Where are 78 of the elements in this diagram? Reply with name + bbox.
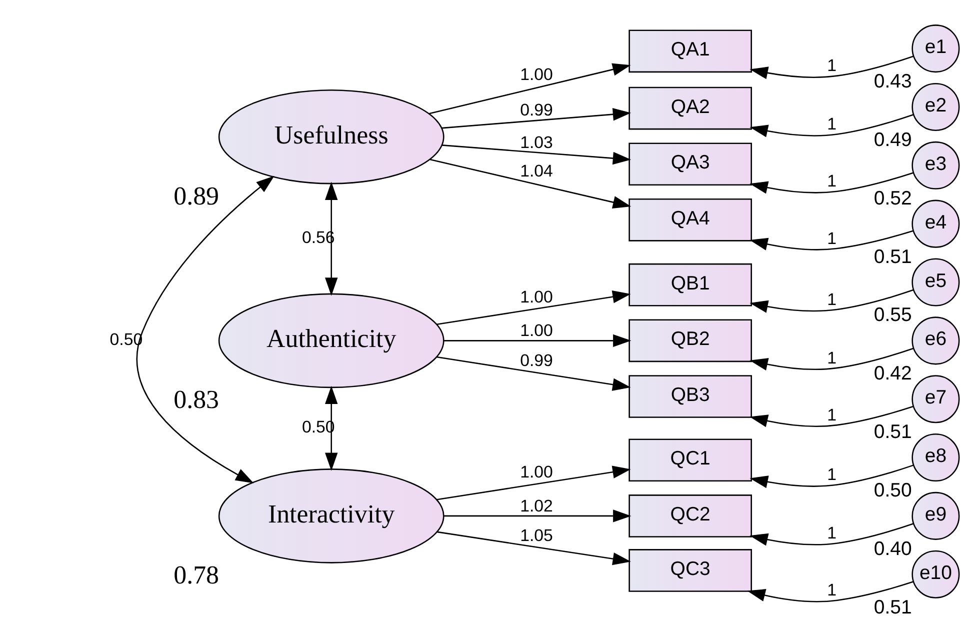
edge-label: 1 <box>827 580 837 600</box>
arrow <box>442 144 632 164</box>
edge-label: 1.00 <box>520 64 553 84</box>
arrow <box>428 62 631 114</box>
node-box: QA1 <box>628 29 752 72</box>
edge-label: 1 <box>827 464 837 484</box>
edge-label: 1 <box>827 523 837 542</box>
node-circle: e8 <box>912 433 960 482</box>
node-ellipse: Authenticity <box>218 292 444 388</box>
edge-label: 1 <box>827 56 837 75</box>
node-circle: e7 <box>912 374 960 423</box>
arrow <box>750 347 914 370</box>
node-circle: e3 <box>912 140 960 189</box>
node-label: 0.50 <box>874 478 912 501</box>
node-label: 0.40 <box>874 537 912 560</box>
node-circle: e2 <box>912 82 960 130</box>
arrow <box>324 181 338 296</box>
node-box: QC3 <box>628 548 752 592</box>
arrow <box>430 158 632 208</box>
node-box: QC2 <box>628 494 752 537</box>
edge-label: 1.04 <box>520 160 553 180</box>
node-label: 0.49 <box>874 128 912 150</box>
node-label: 0.43 <box>874 70 912 92</box>
node-label: 0.55 <box>874 304 912 326</box>
node-box: QB1 <box>628 262 752 306</box>
node-circle: e6 <box>912 316 960 364</box>
arrow <box>750 114 914 137</box>
edge-label: 1 <box>827 114 837 134</box>
edge-label: 0.99 <box>520 100 553 119</box>
edge-label: 1 <box>827 289 837 308</box>
edge-label: 1.00 <box>520 320 553 340</box>
edge-label: 1 <box>827 404 837 424</box>
edge-label: 1.02 <box>520 496 553 515</box>
arrow <box>444 334 632 347</box>
node-label: 0.42 <box>874 362 912 384</box>
arrow <box>324 385 338 470</box>
arrow <box>750 172 914 194</box>
node-label: 0.51 <box>874 596 912 618</box>
arrow <box>437 530 631 565</box>
arrow <box>436 290 631 325</box>
node-box: QB2 <box>628 318 752 362</box>
edge-label: 1.05 <box>520 526 553 545</box>
node-label: 0.83 <box>174 384 220 414</box>
node-label: 0.78 <box>174 560 220 589</box>
node-box: QA2 <box>628 86 752 130</box>
node-circle: e1 <box>912 24 960 72</box>
arrow <box>750 55 914 79</box>
node-circle: e9 <box>912 491 960 540</box>
edge-label: 1 <box>827 228 837 248</box>
arrow <box>747 580 914 602</box>
arrow <box>444 509 632 522</box>
edge-label: 1 <box>827 348 837 367</box>
node-circle: e5 <box>912 258 960 306</box>
edge-label: 1 <box>827 171 837 190</box>
edge-label: 0.99 <box>520 350 553 370</box>
node-circle: e4 <box>912 199 960 248</box>
node-box: QA4 <box>628 198 752 241</box>
arrow <box>750 464 914 488</box>
node-label: 0.89 <box>174 180 220 210</box>
node-box: QB3 <box>628 374 752 418</box>
node-label: 0.52 <box>874 186 912 209</box>
node-label: 0.51 <box>874 420 912 443</box>
arrow <box>442 108 632 128</box>
arrow <box>436 465 631 500</box>
node-box: QC1 <box>628 438 752 482</box>
arrow <box>750 230 914 250</box>
arrow <box>436 356 631 390</box>
node-circle: e10 <box>912 550 960 598</box>
node-label: 0.51 <box>874 245 912 268</box>
edge-label: 1.00 <box>520 286 553 306</box>
edge-label: 1.03 <box>520 132 553 152</box>
node-box: QA3 <box>628 142 752 186</box>
node-ellipse: Usefulness <box>218 88 444 184</box>
arrow <box>750 405 914 427</box>
arrow <box>136 175 274 483</box>
edge-label: 1.00 <box>520 462 553 482</box>
arrow <box>750 522 914 546</box>
arrow <box>750 288 914 312</box>
